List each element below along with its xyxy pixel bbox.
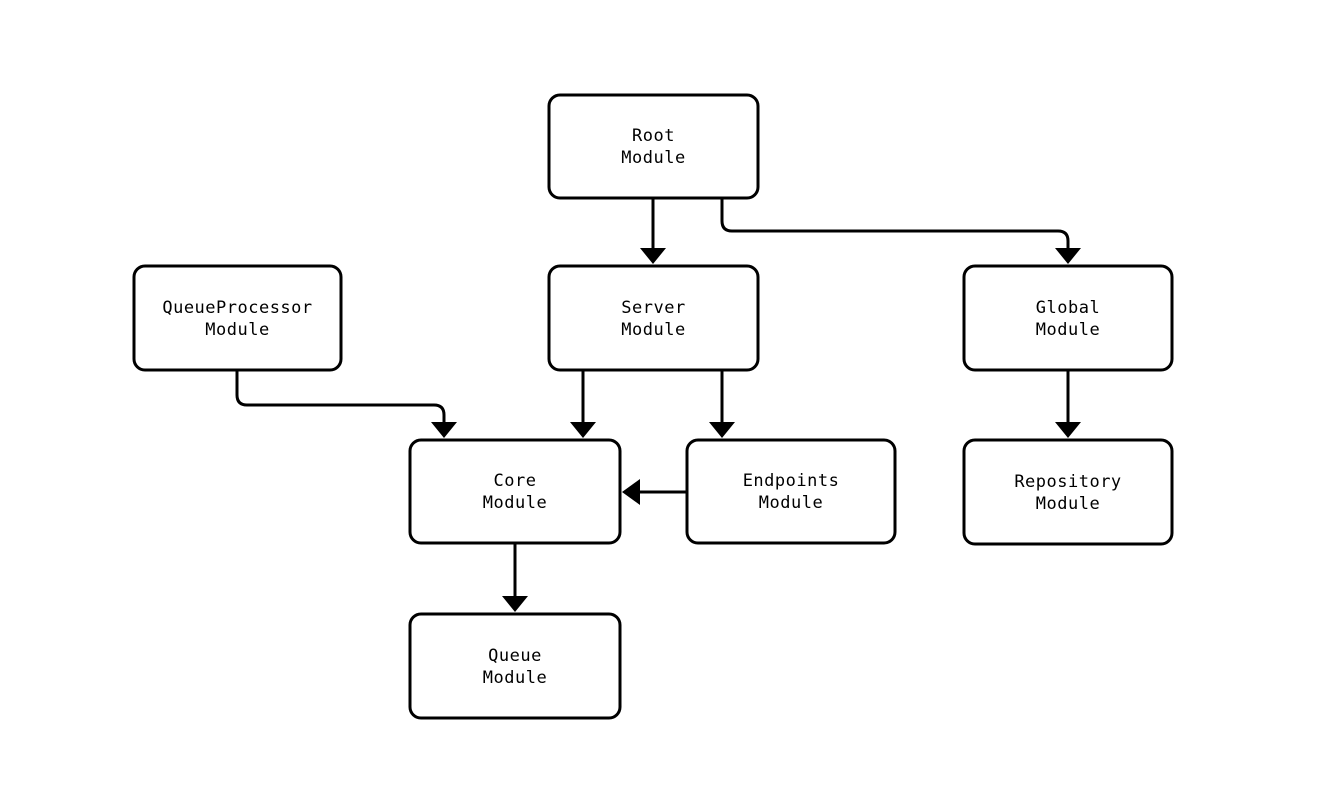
node-label-line2: Module (621, 320, 685, 340)
node-label-line2: Module (483, 493, 547, 513)
node-label-line2: Module (1036, 320, 1100, 340)
edge-endpoints-to-core (622, 479, 687, 505)
edge-line (720, 198, 1070, 250)
node-queueprocessor-module[interactable]: QueueProcessor Module (132, 264, 343, 372)
node-shape[interactable] (547, 264, 760, 372)
arrowhead-icon (1055, 422, 1081, 438)
node-shape[interactable] (132, 264, 343, 372)
node-shape[interactable] (408, 438, 622, 545)
arrowhead-icon (1055, 248, 1081, 264)
node-label-line1: Core (494, 471, 537, 491)
node-core-module[interactable]: Core Module (408, 438, 622, 545)
node-shape[interactable] (685, 438, 897, 545)
node-label-line1: Queue (488, 646, 542, 666)
edge-queueprocessor-to-core (235, 370, 457, 438)
node-repository-module[interactable]: Repository Module (962, 438, 1174, 546)
node-endpoints-module[interactable]: Endpoints Module (685, 438, 897, 545)
node-server-module[interactable]: Server Module (547, 264, 760, 372)
arrowhead-icon (570, 422, 596, 438)
node-global-module[interactable]: Global Module (962, 264, 1174, 372)
arrowhead-icon (502, 596, 528, 612)
node-label-line2: Module (1036, 494, 1100, 514)
arrowhead-icon (431, 422, 457, 438)
node-shape[interactable] (962, 438, 1174, 546)
node-label-line1: Root (632, 126, 675, 146)
arrowhead-icon (709, 422, 735, 438)
edge-core-to-queue (502, 543, 528, 612)
edge-global-to-repository (1055, 370, 1081, 438)
node-label-line1: Global (1036, 298, 1100, 318)
node-label-line2: Module (205, 320, 269, 340)
edge-line (235, 370, 446, 424)
node-label-line1: Endpoints (743, 471, 840, 491)
node-label-line1: Server (621, 298, 685, 318)
edge-server-to-core (570, 370, 596, 438)
node-queue-module[interactable]: Queue Module (408, 612, 622, 720)
node-label-line2: Module (483, 668, 547, 688)
node-shape[interactable] (408, 612, 622, 720)
node-label-line2: Module (621, 148, 685, 168)
arrowhead-icon (640, 248, 666, 264)
edge-root-to-server (640, 198, 666, 264)
edge-root-to-global (720, 198, 1081, 264)
node-shape[interactable] (547, 93, 760, 200)
node-shape[interactable] (962, 264, 1174, 372)
node-label-line1: QueueProcessor (162, 298, 312, 318)
arrowhead-icon (622, 479, 640, 505)
edge-server-to-endpoints (709, 370, 735, 438)
node-label-line2: Module (759, 493, 823, 513)
node-label-line1: Repository (1014, 472, 1121, 492)
node-root-module[interactable]: Root Module (547, 93, 760, 200)
